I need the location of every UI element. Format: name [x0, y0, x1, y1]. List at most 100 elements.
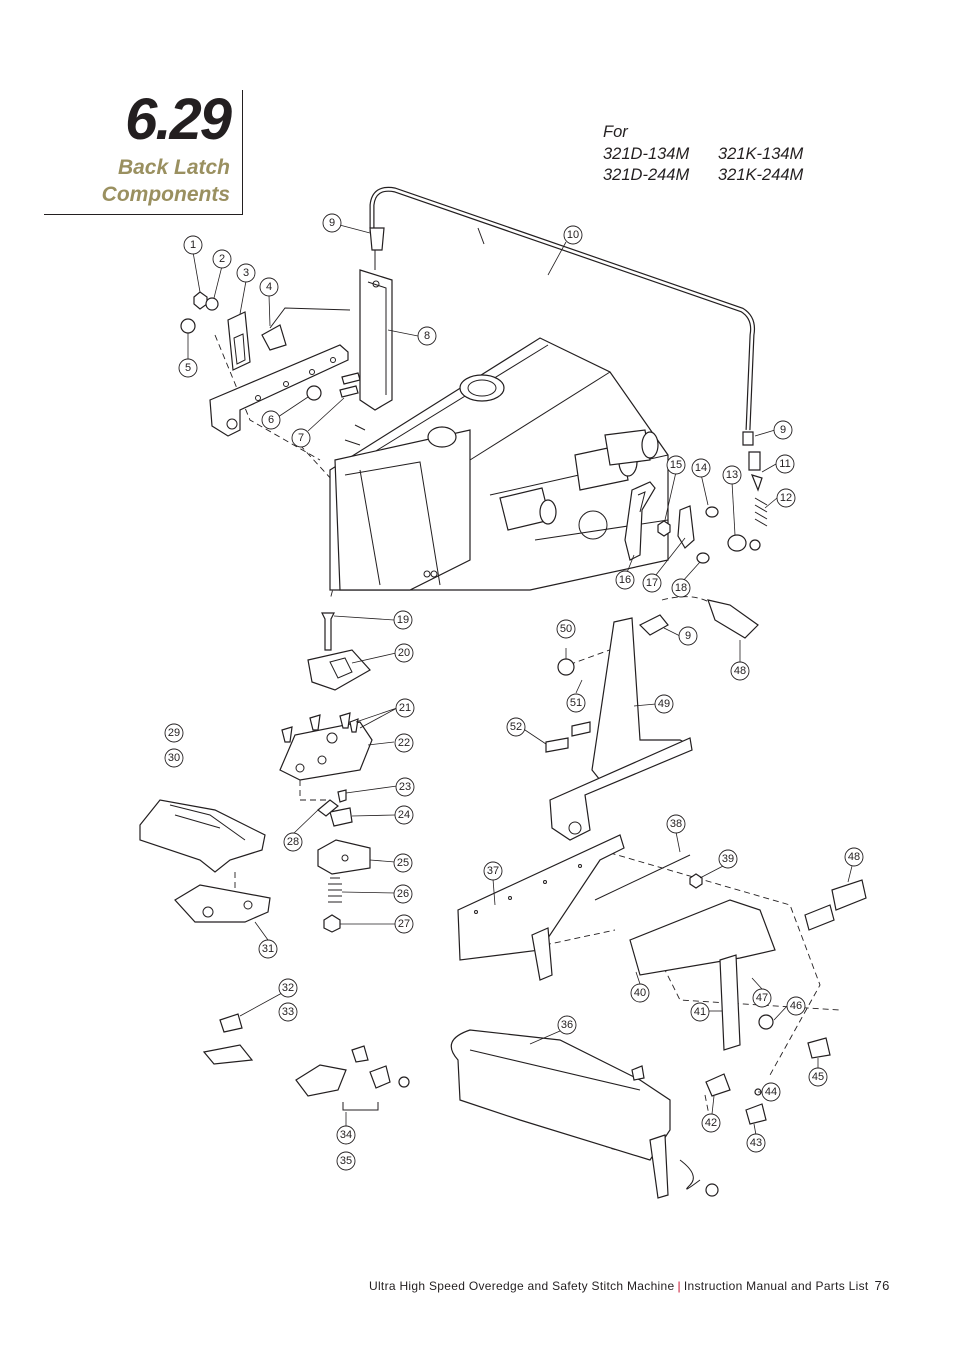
svg-text:15: 15 [670, 459, 682, 471]
svg-text:33: 33 [282, 1006, 294, 1018]
svg-text:8: 8 [424, 330, 430, 342]
callout: 39 [718, 849, 738, 869]
callout: 15 [666, 455, 686, 475]
callout: 9 [322, 213, 342, 233]
section-title-line2: Components [101, 183, 230, 206]
callout: 28 [283, 832, 303, 852]
model-name: 321D-134M [603, 144, 690, 163]
callout: 4 [259, 277, 279, 297]
callout: 1 [183, 235, 203, 255]
callout: 44 [761, 1082, 781, 1102]
callout: 2 [212, 249, 232, 269]
callout: 33 [278, 1002, 298, 1022]
svg-text:46: 46 [790, 1000, 802, 1012]
svg-text:48: 48 [734, 665, 746, 677]
callout: 37 [483, 861, 503, 881]
lower-left-part-group [202, 1013, 410, 1111]
model-list-label: For [603, 123, 628, 141]
callout: 23 [395, 777, 415, 797]
model-name: 321D-244M [603, 166, 690, 184]
svg-text:3: 3 [243, 267, 249, 279]
callout: 20 [394, 643, 414, 663]
callout: 16 [615, 570, 635, 590]
svg-text:10: 10 [567, 229, 579, 241]
callout: 9 [773, 420, 793, 440]
svg-text:49: 49 [658, 698, 670, 710]
svg-text:50: 50 [560, 623, 572, 635]
svg-text:42: 42 [705, 1117, 717, 1129]
page-footer: Ultra High Speed Overedge and Safety Sti… [369, 1278, 890, 1293]
callout: 38 [666, 814, 686, 834]
svg-text:2: 2 [219, 253, 225, 265]
callout: 48 [730, 661, 750, 681]
callout: 46 [786, 996, 806, 1016]
svg-text:44: 44 [765, 1086, 777, 1098]
svg-text:37: 37 [487, 865, 499, 877]
svg-text:45: 45 [812, 1071, 824, 1083]
svg-text:43: 43 [750, 1137, 762, 1149]
svg-text:28: 28 [287, 836, 299, 848]
callout: 52 [506, 717, 526, 737]
callouts: 1 2 3 4 9 10 5 6 7 8 9 11 12 13 14 15 16… [164, 213, 864, 1171]
callout: 27 [394, 914, 414, 934]
back-latch-cable [369, 186, 755, 431]
callout: 32 [278, 978, 298, 998]
svg-text:9: 9 [329, 217, 335, 229]
callout: 24 [394, 805, 414, 825]
svg-text:1: 1 [190, 239, 196, 251]
svg-text:14: 14 [695, 462, 707, 474]
svg-text:21: 21 [399, 702, 411, 714]
svg-text:32: 32 [282, 982, 294, 994]
callout: 22 [394, 733, 414, 753]
callout: 8 [417, 326, 437, 346]
svg-text:39: 39 [722, 853, 734, 865]
svg-text:9: 9 [685, 630, 691, 642]
footer-separator: | [677, 1279, 681, 1293]
callout: 6 [261, 410, 281, 430]
right-lower-part-group [450, 599, 867, 1199]
model-name: 321K-134M [718, 144, 804, 163]
svg-text:36: 36 [561, 1019, 573, 1031]
callout: 49 [654, 694, 674, 714]
callout: 30 [164, 748, 184, 768]
svg-text:17: 17 [646, 577, 658, 589]
callout: 9 [678, 626, 698, 646]
callout: 42 [701, 1113, 721, 1133]
callout: 45 [808, 1067, 828, 1087]
section-title: Back Latch Components [102, 154, 230, 208]
callout: 14 [691, 458, 711, 478]
footer-manual-title: Instruction Manual and Parts List [683, 1279, 869, 1293]
svg-text:24: 24 [398, 809, 410, 821]
callout: 25 [393, 853, 413, 873]
svg-text:31: 31 [262, 943, 274, 955]
svg-text:11: 11 [779, 458, 790, 470]
svg-text:6: 6 [268, 414, 274, 426]
callout: 35 [336, 1151, 356, 1171]
callout: 18 [671, 578, 691, 598]
callout: 34 [336, 1125, 356, 1145]
section-number: 6.29 [125, 87, 232, 152]
svg-text:5: 5 [185, 362, 191, 374]
svg-text:29: 29 [168, 727, 180, 739]
page-number: 76 [874, 1278, 890, 1293]
svg-text:22: 22 [398, 737, 410, 749]
callout: 12 [776, 488, 796, 508]
svg-text:13: 13 [726, 469, 738, 481]
section-title-line1: Back Latch [117, 156, 230, 179]
callout: 43 [746, 1133, 766, 1153]
svg-text:51: 51 [570, 697, 582, 709]
svg-text:12: 12 [780, 492, 792, 504]
svg-text:4: 4 [266, 281, 272, 293]
callout: 41 [690, 1002, 710, 1022]
svg-text:19: 19 [397, 614, 409, 626]
model-row: 321D-134M 321K-134M [603, 144, 803, 166]
svg-text:23: 23 [399, 781, 411, 793]
machine-body [329, 337, 669, 591]
svg-text:18: 18 [675, 582, 687, 594]
svg-text:34: 34 [340, 1129, 352, 1141]
callout: 10 [563, 225, 583, 245]
callout: 21 [395, 698, 415, 718]
